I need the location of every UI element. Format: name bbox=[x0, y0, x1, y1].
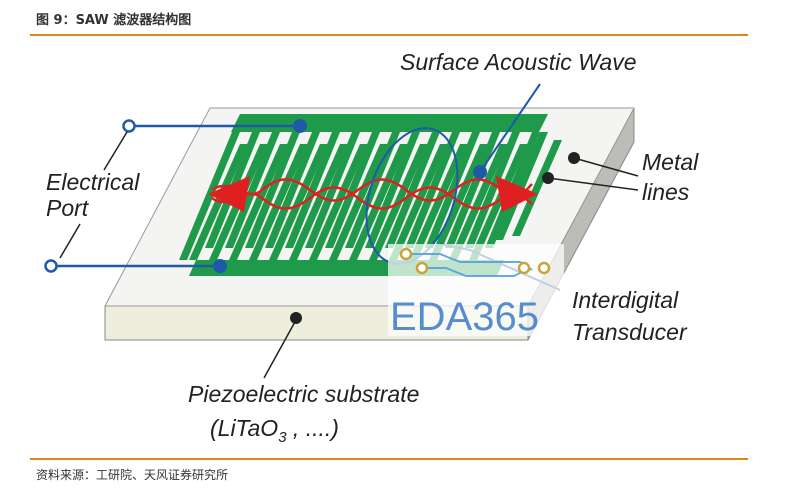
label-interdigital: Interdigital bbox=[572, 287, 679, 313]
figure-title: 图 9：SAW 滤波器结构图 bbox=[36, 13, 192, 28]
metal-leader-dot-1 bbox=[568, 152, 580, 164]
wave-arrow-left bbox=[208, 176, 250, 212]
label-transducer: Transducer bbox=[572, 319, 688, 345]
port-terminal-bottom bbox=[44, 259, 58, 273]
watermark: EDA365 bbox=[388, 244, 564, 339]
label-electrical-port-2: Port bbox=[46, 195, 90, 221]
bottom-rule bbox=[30, 458, 748, 460]
label-metal-lines-2: lines bbox=[642, 179, 690, 205]
top-rule bbox=[30, 34, 748, 36]
label-piezoelectric-substrate: Piezoelectric substrate bbox=[188, 381, 419, 407]
metal-leader-lines bbox=[547, 157, 639, 191]
bus-contact-bottom bbox=[213, 259, 227, 273]
figure-source: 资料来源：工研院、天风证券研究所 bbox=[36, 468, 229, 482]
metal-leader-dot-2 bbox=[542, 172, 554, 184]
label-substrate-formula: (LiTaO3 , ....) bbox=[210, 415, 339, 446]
substrate-leader-line bbox=[263, 312, 302, 379]
surface-acoustic-wave bbox=[211, 178, 533, 210]
wave-arrow-right bbox=[496, 176, 538, 212]
bus-contact-top bbox=[293, 119, 307, 133]
label-electrical-port-1: Electrical bbox=[46, 169, 140, 195]
watermark-text: EDA365 bbox=[390, 295, 539, 339]
label-metal-lines-1: Metal bbox=[642, 149, 699, 175]
electrical-port-wires bbox=[56, 124, 300, 268]
port-leader-lines bbox=[59, 131, 128, 259]
port-terminal-top bbox=[122, 119, 136, 133]
label-surface-acoustic-wave: Surface Acoustic Wave bbox=[400, 49, 637, 75]
wave-leader-dot bbox=[473, 165, 487, 179]
